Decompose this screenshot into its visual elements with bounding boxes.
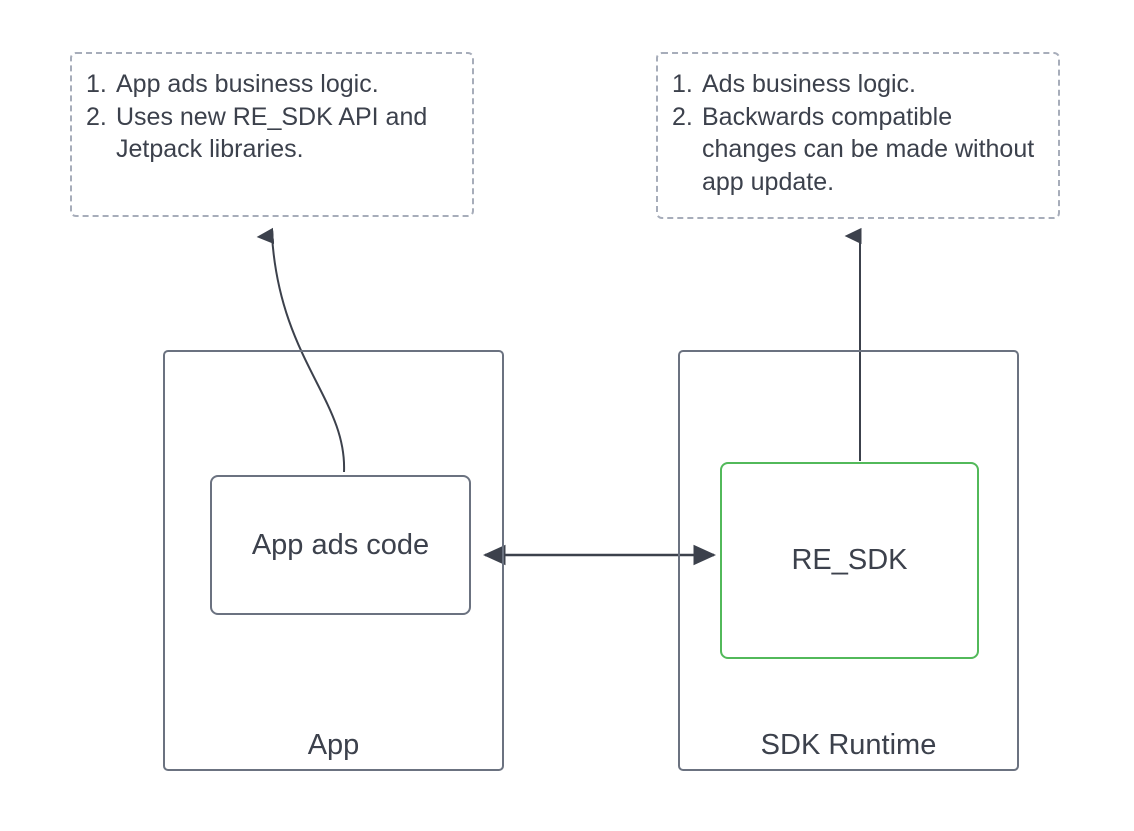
note-right-item-1-text: Ads business logic. (702, 70, 917, 98)
note-right-sdk: 1. Ads business logic. 2. Backwards comp… (656, 52, 1060, 219)
note-right-item-1-number: 1. (672, 70, 693, 98)
component-app-ads-code-label: App ads code (251, 528, 430, 561)
container-sdk-runtime: SDK Runtime (678, 350, 1019, 771)
note-left-item-1-number: 1. (86, 70, 107, 98)
container-app-label: App (307, 729, 360, 762)
note-left-item-2: 2. Uses new RE_SDK API and Jetpack libra… (86, 101, 458, 166)
note-right-item-1: 1. Ads business logic. (672, 68, 1044, 101)
note-right-item-2: 2. Backwards compatible changes can be m… (672, 101, 1044, 199)
note-right-item-2-number: 2. (672, 102, 693, 131)
note-left-item-1: 1. App ads business logic. (86, 68, 458, 101)
note-left-item-2-text: Uses new RE_SDK API and Jetpack librarie… (116, 102, 435, 164)
note-left-item-2-number: 2. (86, 102, 107, 131)
component-re-sdk: RE_SDK (720, 462, 979, 659)
container-app: App (163, 350, 504, 771)
note-left-item-1-text: App ads business logic. (116, 70, 379, 98)
note-right-item-2-text: Backwards compatible changes can be made… (702, 102, 1042, 196)
note-left-app: 1. App ads business logic. 2. Uses new R… (70, 52, 474, 217)
container-sdk-runtime-label: SDK Runtime (760, 729, 937, 762)
component-re-sdk-label: RE_SDK (791, 544, 908, 577)
component-app-ads-code: App ads code (210, 475, 471, 615)
